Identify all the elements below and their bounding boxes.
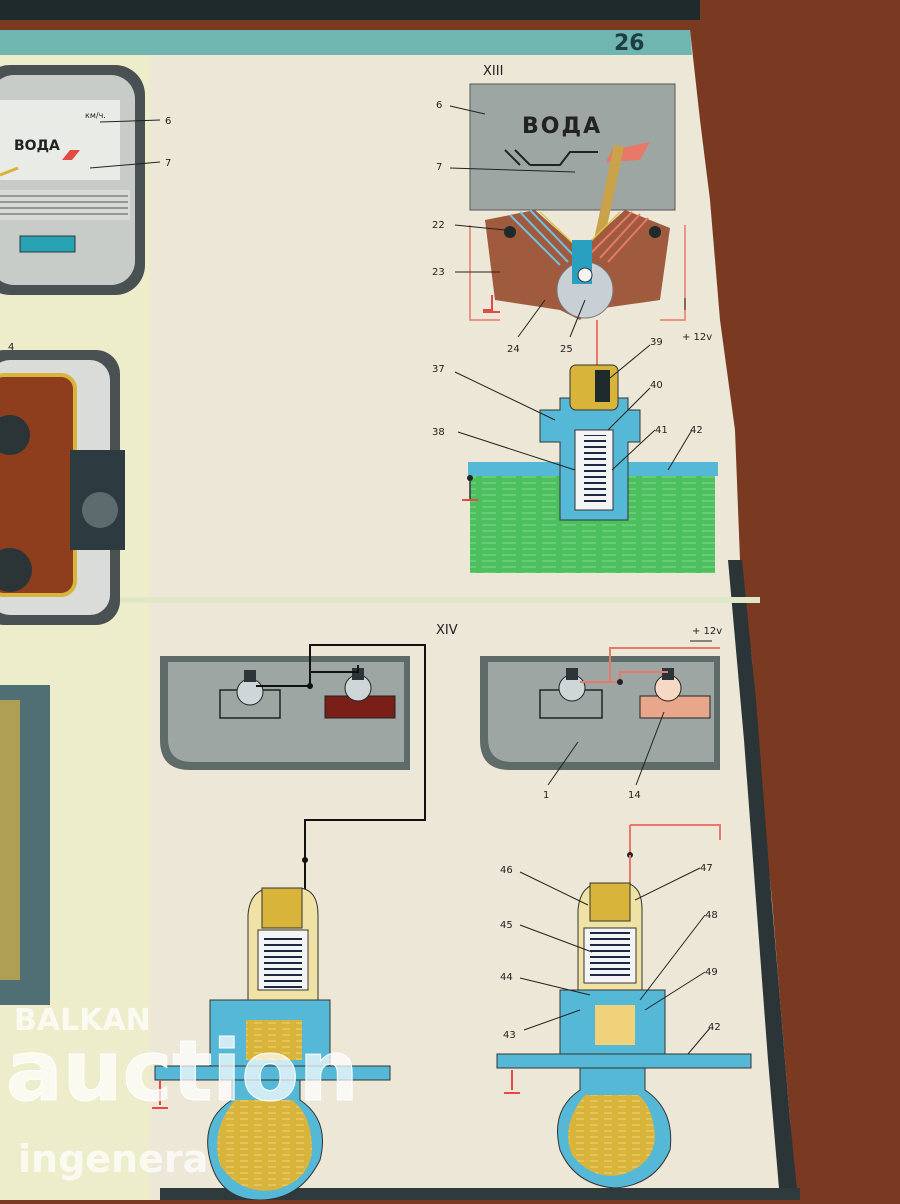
callout-44: 44 [500, 972, 513, 983]
temperature-sender [462, 320, 718, 573]
gauge-coil-windings-right [589, 211, 649, 263]
callout-7: 7 [436, 162, 442, 173]
label-left-6: 6 [165, 116, 171, 127]
callout-48: 48 [705, 910, 718, 921]
callout-42: 42 [690, 425, 703, 436]
oil-right [568, 1095, 655, 1176]
oil-pressure-sender-left [152, 857, 391, 1201]
poster-top-band [0, 30, 692, 55]
ground-symbol-lower-right [504, 1070, 520, 1094]
section-xiii-label: XIII [483, 64, 503, 79]
callout-24: 24 [507, 344, 520, 355]
callout-42-lower: 42 [708, 1022, 721, 1033]
callout-22: 22 [432, 220, 445, 231]
left-indicator-window [19, 235, 76, 253]
supply-label-upper: + 12v [682, 332, 712, 343]
oil-left [217, 1100, 312, 1191]
callout-43: 43 [503, 1030, 516, 1041]
watermark-line-3: ingenera [18, 1137, 208, 1181]
label-left-7: 7 [165, 158, 171, 169]
watermark-line-2: auction [6, 1022, 359, 1120]
left-gauge-red-mark [62, 150, 80, 160]
oil-warning-panel-left [160, 644, 426, 860]
callout-47: 47 [700, 863, 713, 874]
section-xiv-label: XIV [436, 623, 458, 638]
callout-38: 38 [432, 427, 445, 438]
left-gauge-unit: км/ч. [85, 111, 106, 120]
lamp-right-a [539, 668, 603, 719]
left-instrument-cluster: ВОДА км/ч. 6 7 4 [0, 65, 171, 1005]
sender-spring [584, 435, 606, 503]
water-temperature-gauge: ВОДА + 12v [469, 83, 712, 343]
callout-41: 41 [655, 425, 668, 436]
supply-label-lower: + 12v [692, 626, 722, 637]
wiring-right [580, 647, 720, 683]
oil-warning-panel-right [480, 647, 720, 770]
callout-37: 37 [432, 364, 445, 375]
ground-symbol-upper [483, 295, 493, 311]
page-number: 26 [614, 31, 645, 56]
oil-pressure-sender-right [496, 824, 752, 1189]
left-gauge-needle [0, 166, 19, 177]
wiring-left [304, 644, 426, 860]
gauge-scale-mark [504, 149, 598, 166]
callout-25: 25 [560, 344, 573, 355]
callout-49: 49 [705, 967, 718, 978]
callout-1: 1 [543, 790, 549, 801]
sender-terminal-housing [569, 364, 619, 411]
gauge-coil-windings-left [509, 209, 576, 266]
label-left-4: 4 [8, 342, 14, 353]
callout-45: 45 [500, 920, 513, 931]
callout-6: 6 [436, 100, 442, 111]
watermark: BALKAN auction ingenera [6, 1003, 360, 1181]
ground-symbol-lower-left [152, 1080, 168, 1109]
spring-right [590, 932, 630, 980]
gauge-word: ВОДА [522, 114, 602, 139]
watermark-line-1: BALKAN [14, 1003, 151, 1038]
callout-39: 39 [650, 337, 663, 348]
left-gauge-word: ВОДА [14, 138, 60, 154]
callout-46: 46 [500, 865, 513, 876]
spring-left [264, 936, 302, 988]
callout-23: 23 [432, 267, 445, 278]
callout-40: 40 [650, 380, 663, 391]
poster-edge-shadow [728, 560, 798, 1200]
callout-14: 14 [628, 790, 641, 801]
poster-roller-top [0, 0, 700, 20]
poster-roller-bottom [160, 1188, 800, 1200]
